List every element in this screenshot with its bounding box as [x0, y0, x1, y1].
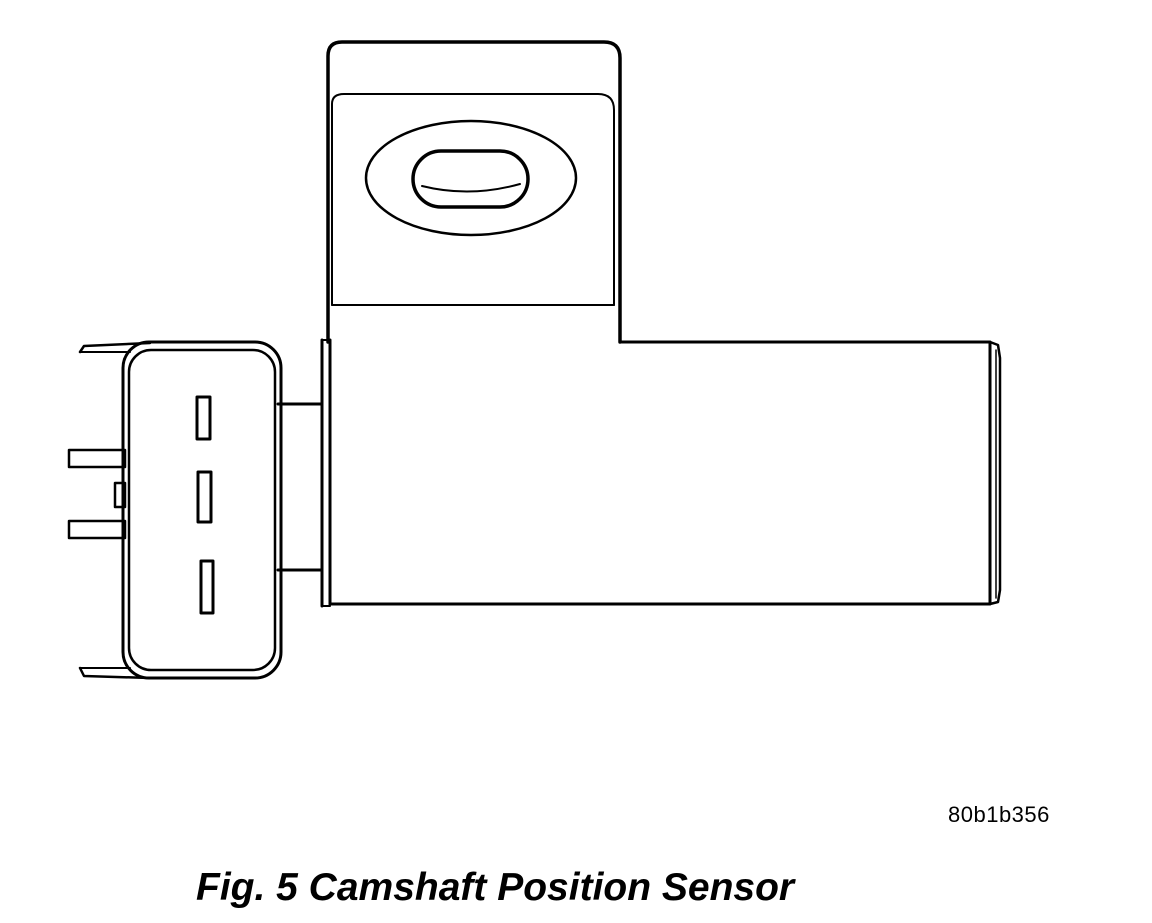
sensor-tip: [988, 340, 1002, 606]
mounting-slot: [364, 119, 578, 237]
electrical-connector: [67, 340, 283, 680]
figure-caption: Fig. 5 Camshaft Position Sensor: [196, 866, 795, 909]
mounting-bracket: [326, 40, 622, 344]
terminal-pin-3: [199, 559, 215, 615]
reference-code: 80b1b356: [948, 802, 1050, 827]
terminal-pin-1: [195, 395, 212, 441]
connector-neck: [276, 402, 324, 572]
terminal-pins: [195, 395, 215, 615]
sensor-body: [320, 338, 992, 608]
terminal-pin-2: [196, 470, 213, 524]
